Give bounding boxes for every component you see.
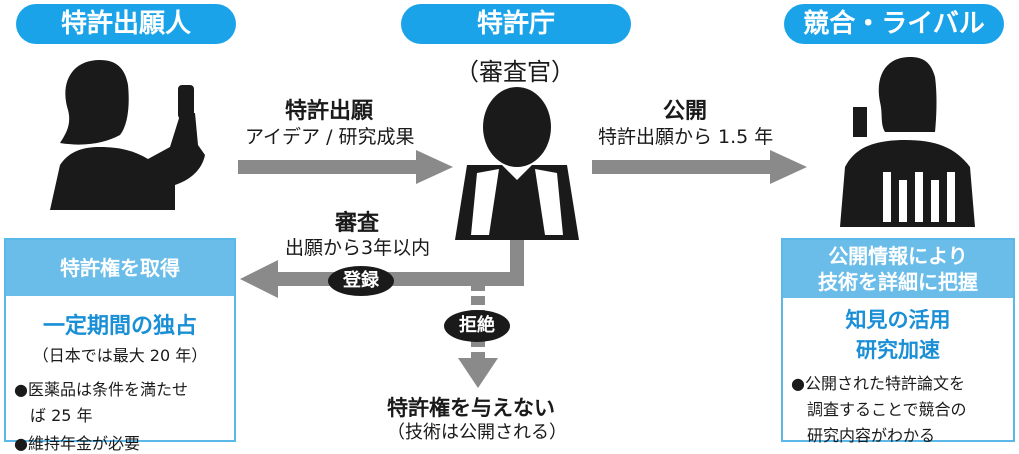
examination-label: 審査 <box>335 211 380 236</box>
examination-sublabel: 出願から3年以内 <box>285 237 431 259</box>
patent-right-sub: （日本では最大 20 年） <box>32 346 208 365</box>
rejection-badge: 拒絶 <box>444 310 510 342</box>
application-arrow <box>238 150 453 184</box>
patent-right-box: 特許権を取得 一定期間の独占 （日本では最大 20 年） ●医薬品は条件を満たせ… <box>4 238 236 453</box>
rejection-result-subtitle: （技術は公開される） <box>387 422 567 443</box>
patent-right-main: 一定期間の独占 <box>42 314 197 339</box>
public-info-main-2: 研究加速 <box>856 338 940 362</box>
public-info-heading-line-2: 技術を詳細に把握 <box>818 270 978 294</box>
patent-right-heading: 特許権を取得 <box>6 240 234 296</box>
examiner-silhouette-icon <box>455 87 579 240</box>
office-role: （審査官） <box>455 58 575 86</box>
publication-sublabel: 特許出願から 1.5 年 <box>598 126 774 148</box>
application-sublabel: アイデア / 研究成果 <box>245 126 415 148</box>
public-info-bullet-3: 研究内容がわかる <box>807 426 936 445</box>
applicant-silhouette-icon <box>50 60 205 210</box>
public-info-heading: 公開情報により 技術を詳細に把握 <box>783 240 1013 298</box>
patent-right-bullet-1: ●医薬品は条件を満たせ <box>14 380 188 399</box>
patent-right-bullet-2: ば 25 年 <box>30 406 93 425</box>
publication-arrow <box>592 150 807 184</box>
office-title: 特許庁 <box>401 4 631 44</box>
public-info-bullet-2: 調査することで競合の <box>807 400 967 419</box>
registration-badge: 登録 <box>328 266 394 296</box>
applicant-title: 特許出願人 <box>16 4 236 44</box>
public-info-bullet-1: ●公開された特許論文を <box>791 374 965 393</box>
public-info-heading-line-1: 公開情報により <box>828 244 968 268</box>
public-info-main-1: 知見の活用 <box>845 308 951 332</box>
rival-silhouette-icon <box>840 57 975 227</box>
patent-right-bullet-3: ●維持年金が必要 <box>14 434 140 453</box>
application-label: 特許出願 <box>285 99 374 124</box>
public-info-box: 公開情報により 技術を詳細に把握 知見の活用 研究加速 ●公開された特許論文を … <box>781 238 1015 445</box>
rejection-result-title: 特許権を与えない <box>387 396 555 420</box>
publication-label: 公開 <box>663 99 708 124</box>
rival-title: 競合・ライバル <box>784 4 1004 44</box>
